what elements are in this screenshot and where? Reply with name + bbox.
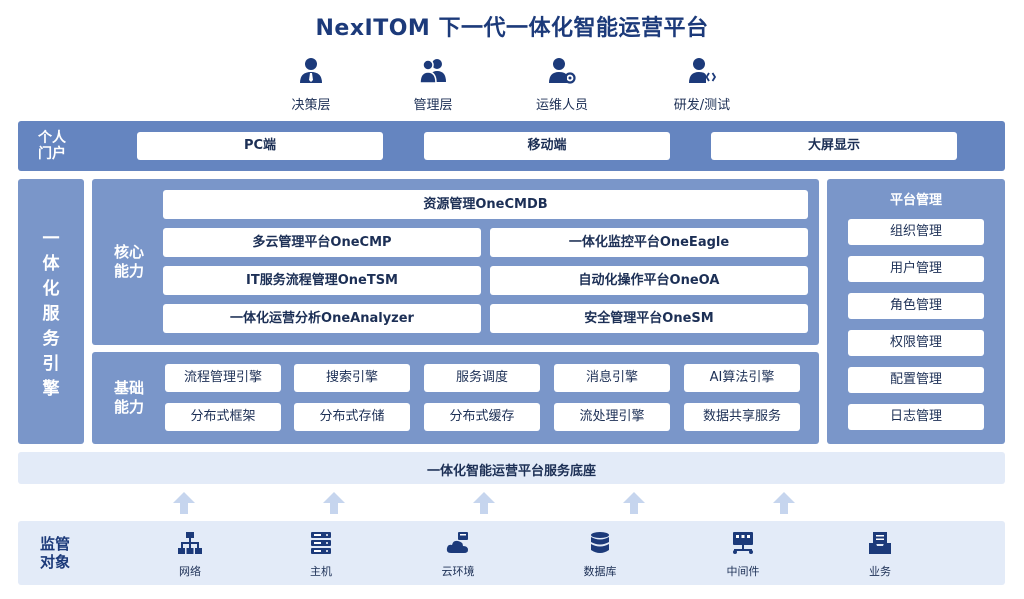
role-ops: 运维人员 [507, 56, 617, 113]
core-label: 核心 能力 [113, 243, 144, 280]
platform-management-panel: 平台管理 组织管理 用户管理 角色管理 权限管理 配置管理 日志管理 [827, 179, 1005, 444]
service-engine-label: 一 体 化 服 务 引 擎 [42, 229, 60, 399]
monitor-middleware[interactable]: 中间件 [703, 531, 783, 579]
person-gear-icon [549, 58, 576, 84]
role-label: 决策层 [291, 98, 331, 113]
role-label: 研发/测试 [673, 98, 731, 113]
core-cmdb-item[interactable]: 资源管理OneCMDB [163, 190, 808, 219]
base-item[interactable]: 数据共享服务 [684, 403, 800, 431]
portal-pc-button[interactable]: PC端 [137, 132, 383, 160]
base-capability-panel: 基础 能力 流程管理引擎 搜索引擎 服务调度 消息引擎 AI算法引擎 分布式框架… [92, 352, 819, 444]
monitor-label: 网络 [179, 565, 201, 578]
base-item[interactable]: 服务调度 [424, 364, 540, 392]
platform-title: 平台管理 [889, 193, 942, 208]
network-icon [178, 532, 202, 554]
portal-label: 个人 门户 [38, 130, 66, 162]
base-item[interactable]: 分布式缓存 [424, 403, 540, 431]
cloud-icon [446, 532, 468, 553]
personal-portal-bar: 个人 门户 PC端 移动端 大屏显示 [18, 121, 1005, 171]
core-oa-item[interactable]: 自动化操作平台OneOA [490, 266, 808, 295]
core-eagle-item[interactable]: 一体化监控平台OneEagle [490, 228, 808, 257]
monitored-objects-bar: 监管 对象 网络 主机 [18, 521, 1005, 585]
service-foundation-label: 一体化智能运营平台服务底座 [426, 464, 596, 479]
role-label: 管理层 [413, 98, 453, 113]
role-decision: 决策层 [256, 56, 366, 113]
base-item[interactable]: AI算法引擎 [684, 364, 800, 392]
role-dev-test: 研发/测试 [647, 56, 757, 113]
base-item[interactable]: 流程管理引擎 [165, 364, 281, 392]
monitor-network[interactable]: 网络 [150, 531, 230, 579]
monitor-database[interactable]: 数据库 [560, 531, 640, 579]
monitor-label: 数据库 [583, 565, 617, 578]
person-code-icon [689, 58, 717, 83]
roles-row: 决策层 管理层 运维人员 研发/测试 [0, 56, 1024, 113]
platform-item[interactable]: 角色管理 [848, 293, 984, 319]
service-foundation-bar: 一体化智能运营平台服务底座 [18, 452, 1005, 484]
middleware-icon [733, 532, 753, 554]
base-item[interactable]: 搜索引擎 [294, 364, 410, 392]
monitor-host[interactable]: 主机 [281, 531, 361, 579]
monitored-objects-label: 监管 对象 [40, 535, 71, 571]
base-item[interactable]: 分布式存储 [294, 403, 410, 431]
core-cmp-item[interactable]: 多云管理平台OneCMP [163, 228, 481, 257]
platform-item[interactable]: 日志管理 [848, 404, 984, 430]
up-arrow-icon [623, 492, 645, 514]
people-icon [419, 59, 446, 84]
role-label: 运维人员 [535, 98, 588, 113]
up-arrow-icon [173, 492, 195, 514]
monitor-cloud[interactable]: 云环境 [418, 531, 498, 579]
monitor-label: 主机 [310, 565, 332, 578]
database-icon [591, 532, 609, 553]
monitor-label: 业务 [869, 565, 891, 578]
base-item[interactable]: 流处理引擎 [554, 403, 670, 431]
monitor-label: 云环境 [441, 565, 475, 578]
base-item[interactable]: 分布式框架 [165, 403, 281, 431]
base-item[interactable]: 消息引擎 [554, 364, 670, 392]
business-icon [869, 532, 891, 554]
platform-item[interactable]: 配置管理 [848, 367, 984, 393]
platform-item[interactable]: 组织管理 [848, 219, 984, 245]
up-arrow-icon [323, 492, 345, 514]
person-tie-icon [300, 58, 322, 83]
up-arrow-icon [473, 492, 495, 514]
portal-mobile-button[interactable]: 移动端 [424, 132, 670, 160]
service-engine-bar: 一 体 化 服 务 引 擎 [18, 179, 84, 444]
role-management: 管理层 [378, 56, 488, 113]
portal-bigscreen-button[interactable]: 大屏显示 [711, 132, 957, 160]
platform-item[interactable]: 权限管理 [848, 330, 984, 356]
monitor-business[interactable]: 业务 [840, 531, 920, 579]
core-sm-item[interactable]: 安全管理平台OneSM [490, 304, 808, 333]
core-capability-panel: 核心 能力 资源管理OneCMDB 多云管理平台OneCMP IT服务流程管理O… [92, 179, 819, 345]
platform-item[interactable]: 用户管理 [848, 256, 984, 282]
monitor-label: 中间件 [726, 565, 760, 578]
core-tsm-item[interactable]: IT服务流程管理OneTSM [163, 266, 481, 295]
server-icon [311, 532, 331, 554]
base-label: 基础 能力 [113, 379, 144, 416]
up-arrow-icon [773, 492, 795, 514]
page-title: NexITOM 下一代一体化智能运营平台 [315, 16, 709, 41]
core-analyzer-item[interactable]: 一体化运营分析OneAnalyzer [163, 304, 481, 333]
